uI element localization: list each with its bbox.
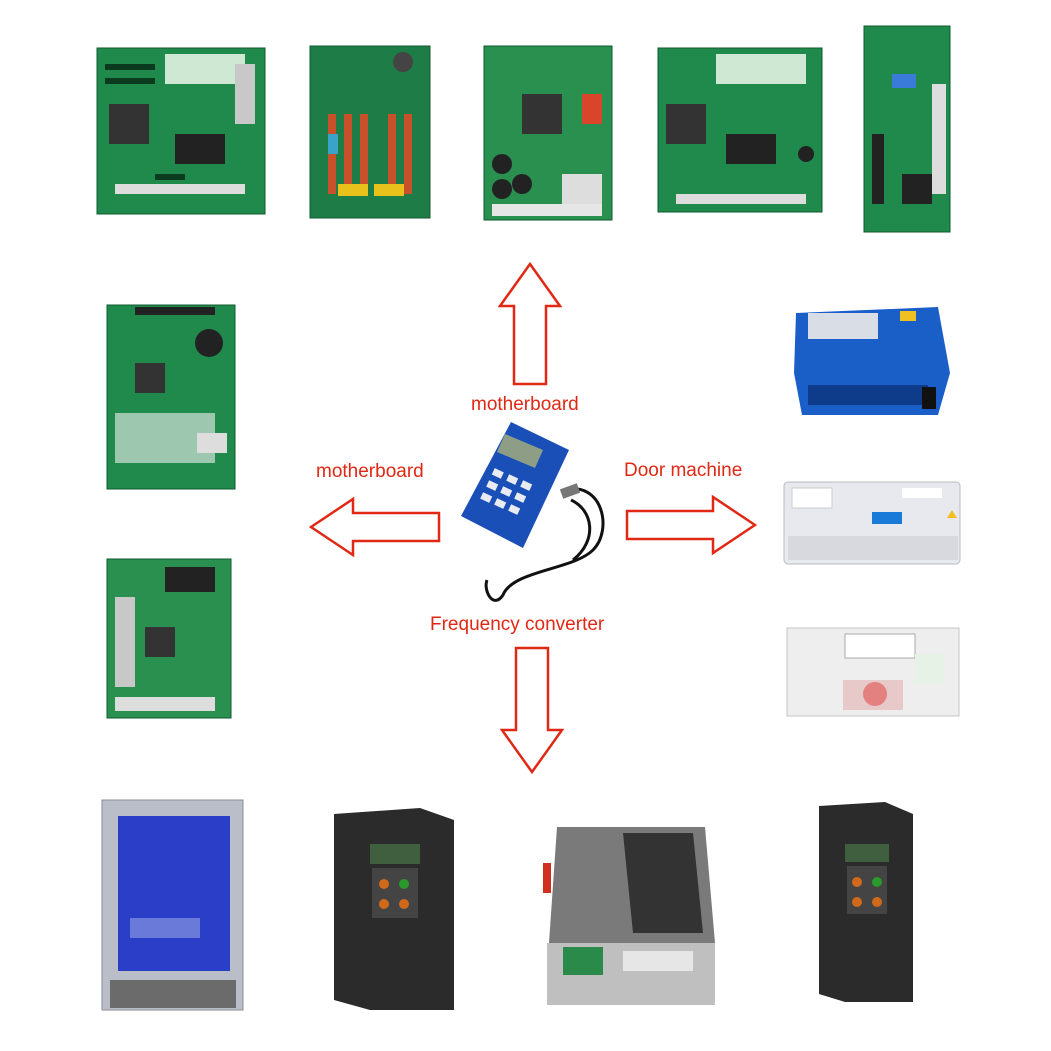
door-machine-image-1 — [788, 303, 954, 422]
door-machine-image-3 — [785, 624, 962, 720]
diagnostic-tool-image — [453, 420, 613, 605]
door-machine-image-2 — [782, 474, 963, 566]
label-up-motherboard: motherboard — [471, 394, 579, 415]
arrow-right — [625, 494, 758, 556]
motherboard-image-3 — [482, 44, 614, 222]
label-down-frequency-converter: Frequency converter — [430, 614, 605, 635]
motherboard-image-7 — [105, 557, 233, 720]
converter-image-3 — [543, 823, 719, 1009]
arrow-up — [497, 261, 563, 387]
motherboard-image-1 — [95, 44, 267, 216]
converter-image-1 — [100, 798, 245, 1013]
motherboard-image-6 — [105, 303, 237, 491]
motherboard-image-2 — [308, 44, 432, 220]
converter-image-2 — [330, 804, 456, 1013]
arrow-down — [499, 646, 565, 775]
label-right-door-machine: Door machine — [624, 460, 743, 481]
label-left-motherboard: motherboard — [316, 461, 424, 482]
converter-image-4 — [815, 798, 917, 1005]
motherboard-image-5 — [862, 24, 952, 234]
arrow-left — [308, 496, 442, 558]
motherboard-image-4 — [656, 44, 824, 216]
